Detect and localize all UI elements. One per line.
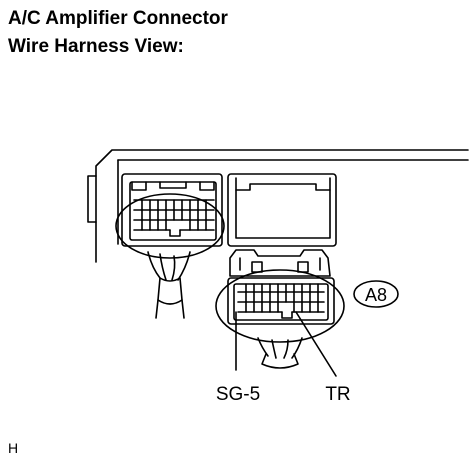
connector-tag-a8: A8 — [353, 280, 399, 308]
a8-connector — [215, 249, 345, 369]
upper-right-socket — [227, 173, 337, 247]
pin-label-sg-5: SG-5 — [216, 384, 260, 405]
diagram-title-line-1: A/C Amplifier Connector — [8, 8, 228, 29]
amplifier-housing — [87, 149, 469, 263]
upper-left-connector — [115, 173, 225, 319]
pin-label-tr: TR — [325, 384, 350, 405]
figure-code: H — [8, 440, 19, 456]
tr-leader-line — [295, 311, 337, 377]
connector-tag-label: A8 — [365, 285, 387, 305]
diagram-title-line-2: Wire Harness View: — [8, 36, 184, 57]
